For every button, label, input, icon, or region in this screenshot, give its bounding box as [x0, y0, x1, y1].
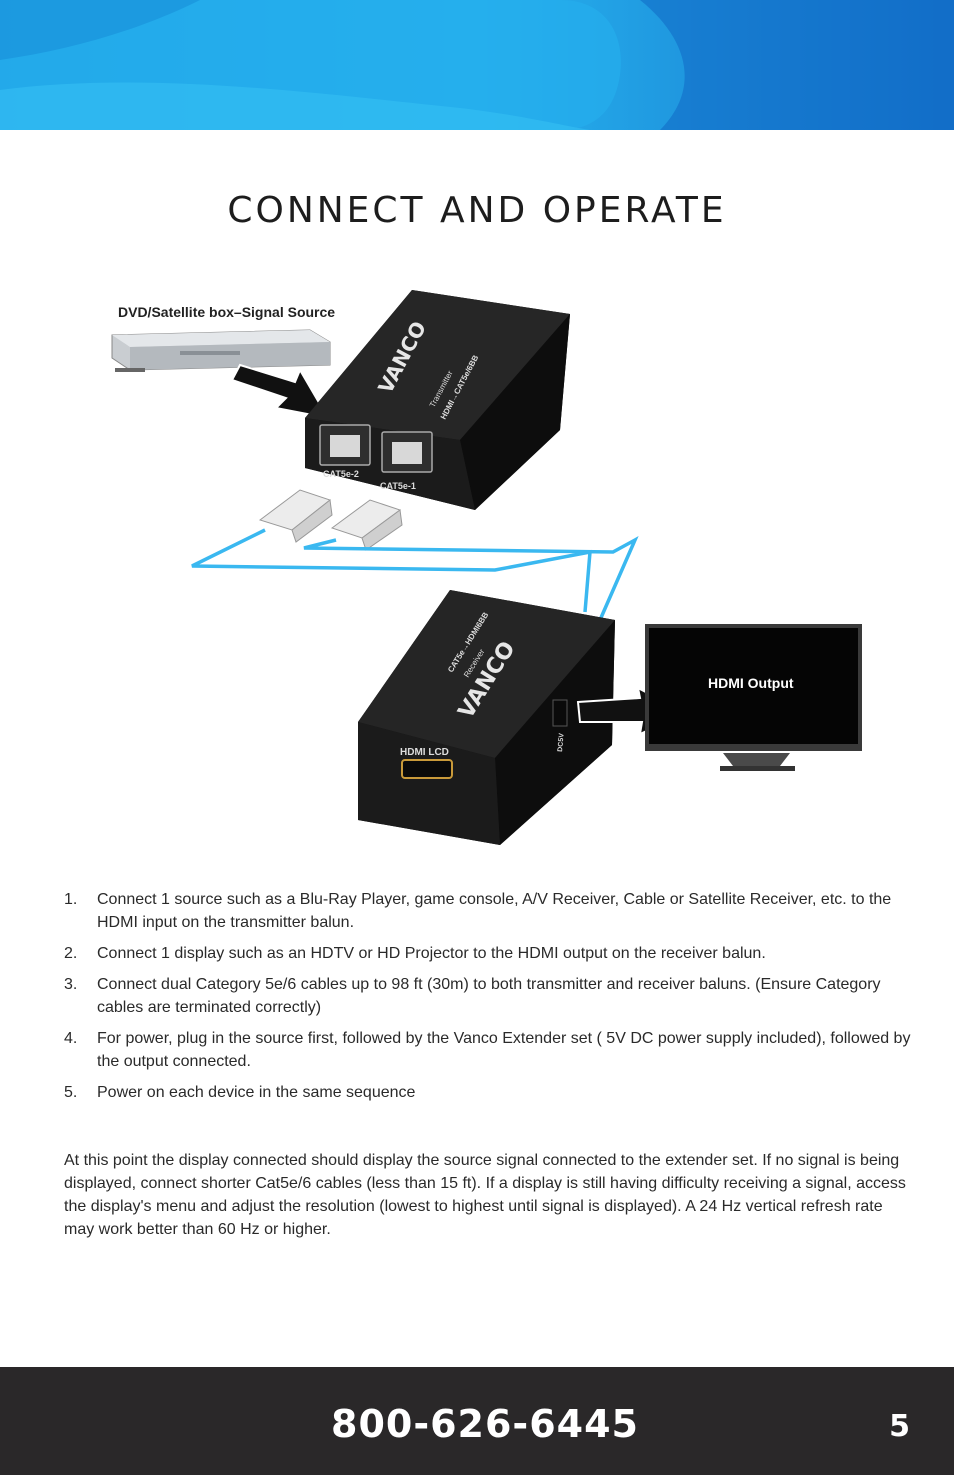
- receiver-power-label: DC5V: [557, 733, 566, 753]
- receiver-power-port: [552, 699, 568, 727]
- header-wave-graphic: [0, 0, 954, 130]
- receiver-hdmi-port: [401, 759, 453, 779]
- step-3: 3.Connect dual Category 5e/6 cables up t…: [64, 976, 881, 1016]
- phone-number: 800-626-6445: [331, 1402, 639, 1446]
- step-4: 4.For power, plug in the source first, f…: [64, 1030, 911, 1070]
- arrow-source-to-transmitter: [230, 363, 330, 420]
- step-text: Connect 1 source such as a Blu-Ray Playe…: [97, 891, 892, 931]
- port-label-cat5e-1: CAT5e-1: [380, 481, 416, 491]
- receiver-hdmi-label: HDMI LCD: [400, 747, 449, 758]
- instruction-steps: 1.Connect 1 source such as a Blu-Ray Pla…: [64, 888, 914, 1112]
- receiver-balun: VANCO CAT5e→HDMI6BB Receiver HDMI LCD DC…: [358, 590, 615, 845]
- output-label: HDMI Output: [708, 675, 794, 691]
- transmitter-balun: VANCO HDMI→CAT5e/6BB Transmitter CAT5e-2…: [305, 290, 570, 510]
- connection-diagram: DVD/Satellite box–Signal Source VANCO HD…: [100, 290, 870, 850]
- footer-bar: [0, 1367, 954, 1475]
- step-5: 5.Power on each device in the same seque…: [64, 1084, 416, 1101]
- port-label-cat5e-2: CAT5e-2: [323, 469, 359, 479]
- page-title: CONNECT AND OPERATE: [227, 190, 727, 232]
- step-2: 2.Connect 1 display such as an HDTV or H…: [64, 945, 766, 962]
- page-number: 5: [889, 1409, 910, 1444]
- source-label: DVD/Satellite box–Signal Source: [118, 304, 335, 320]
- step-text: Connect dual Category 5e/6 cables up to …: [97, 976, 881, 1016]
- header-banner: [0, 0, 954, 130]
- dvd-player-image: [111, 329, 331, 372]
- step-text: Connect 1 display such as an HDTV or HD …: [97, 945, 766, 962]
- rj45-plug-2: [330, 499, 403, 551]
- rj45-plug-1: [258, 489, 333, 543]
- category-cables: [191, 528, 639, 621]
- step-1: 1.Connect 1 source such as a Blu-Ray Pla…: [64, 891, 892, 931]
- tv-display-image: HDMI Output: [645, 624, 862, 771]
- step-text: For power, plug in the source first, fol…: [97, 1030, 911, 1070]
- troubleshooting-paragraph: At this point the display connected shou…: [64, 1152, 906, 1238]
- step-text: Power on each device in the same sequenc…: [97, 1084, 416, 1101]
